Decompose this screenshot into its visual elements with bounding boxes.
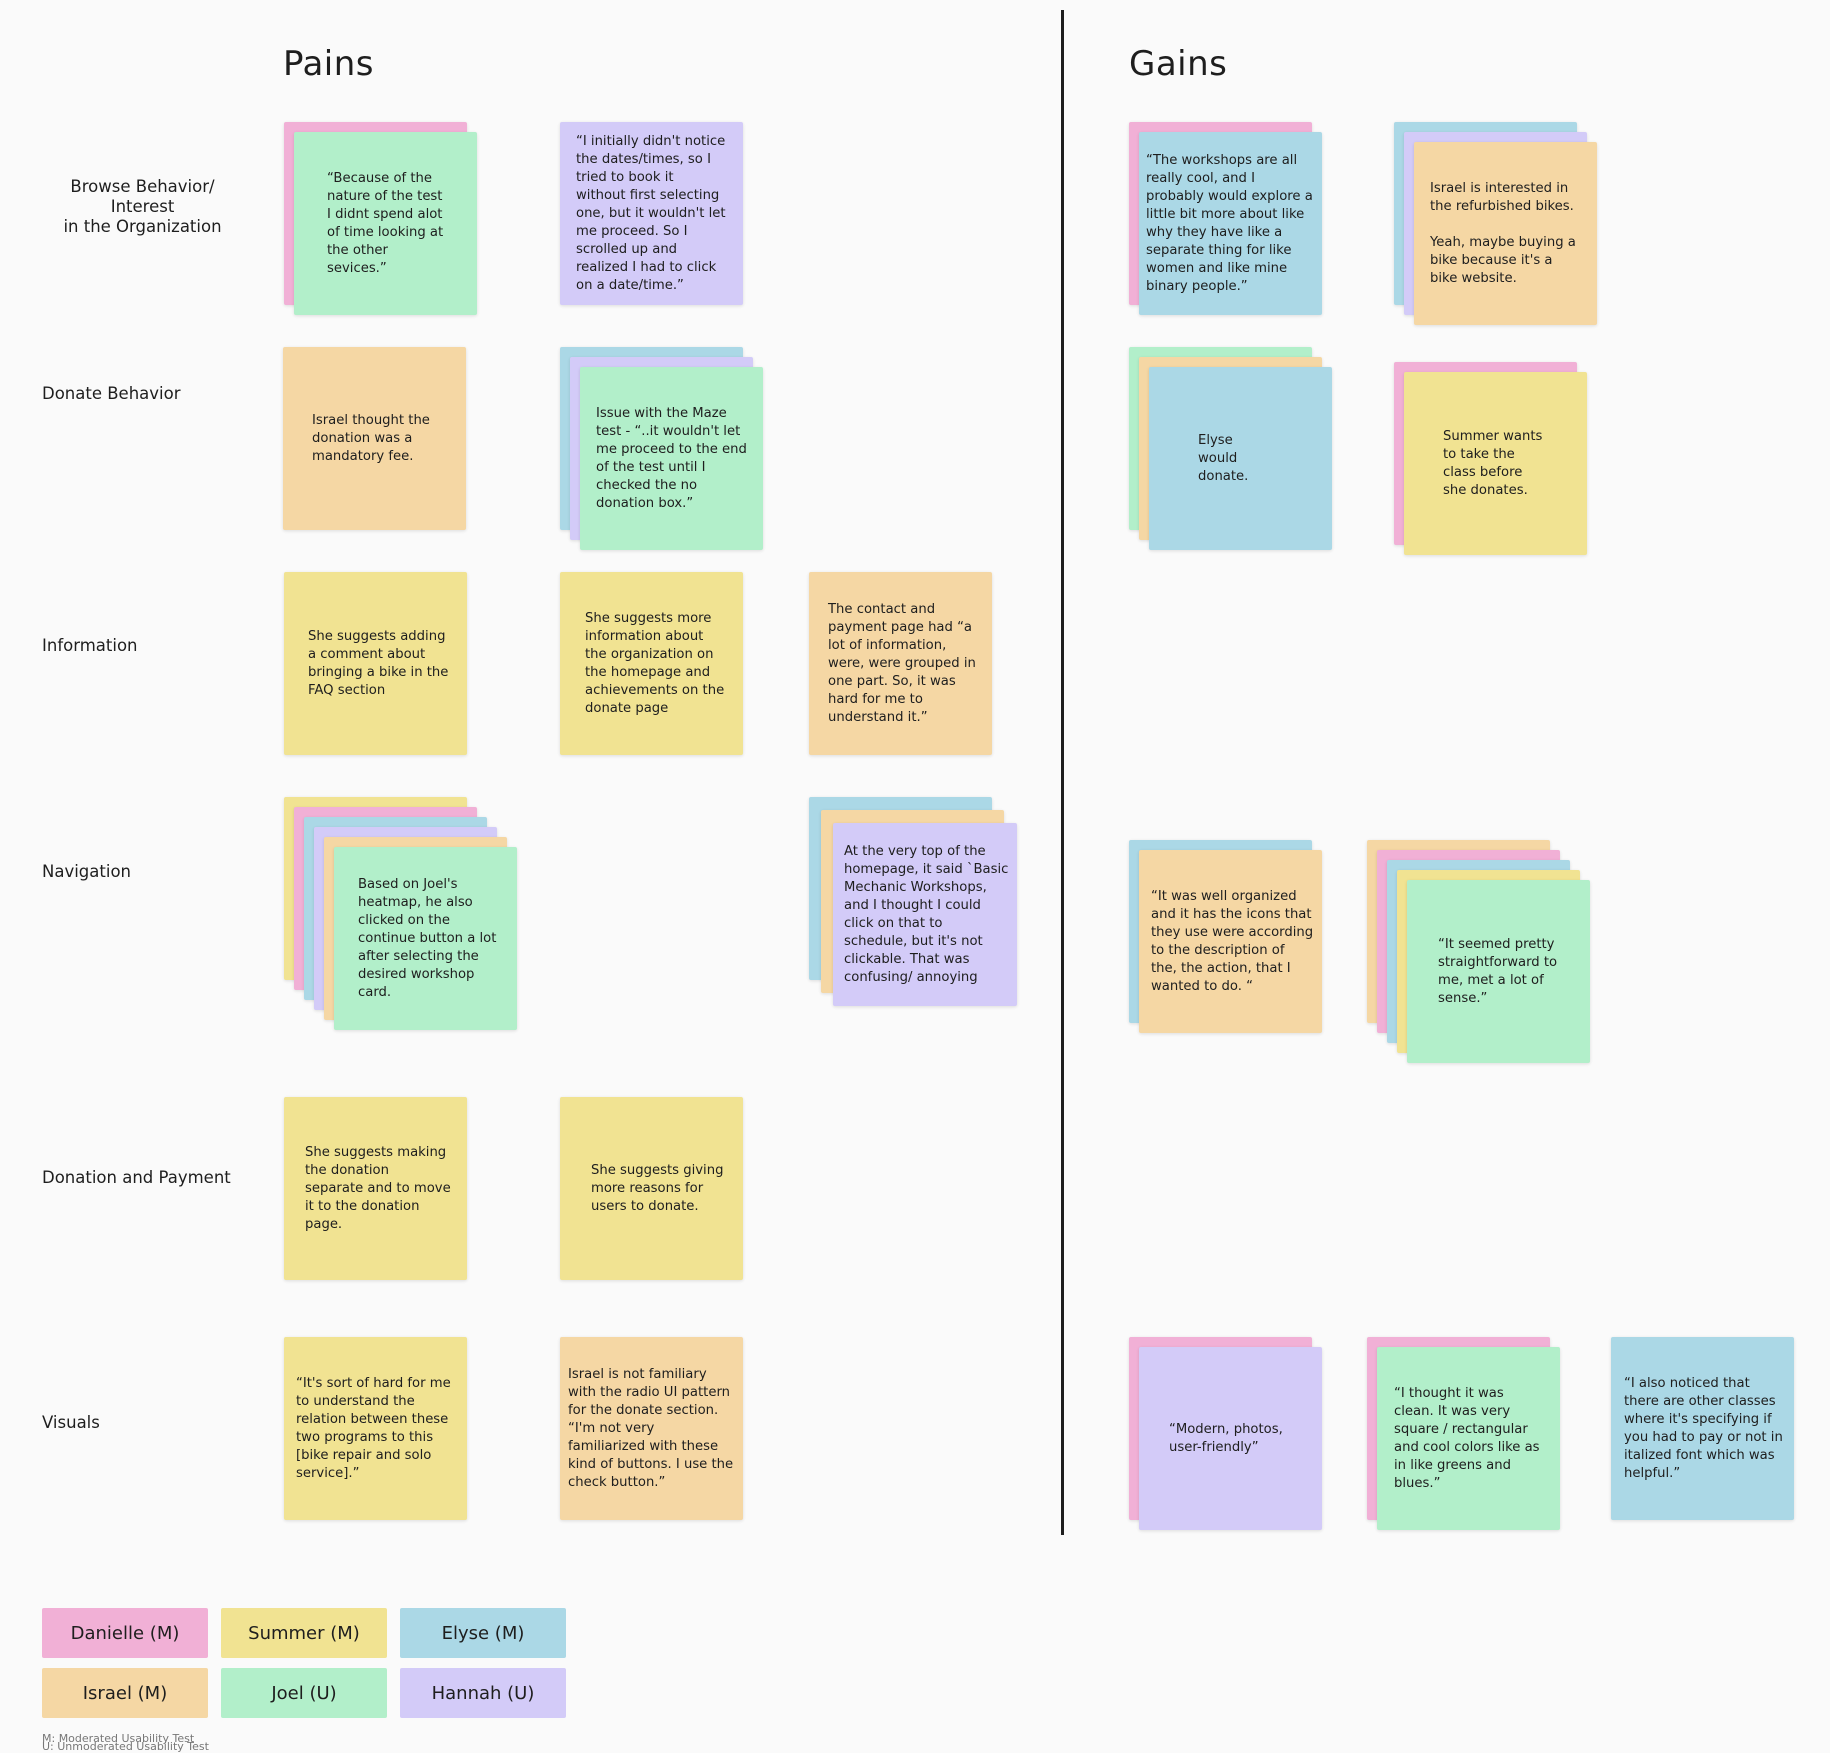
pains-heading: Pains	[283, 44, 375, 84]
note-text: Issue with the Maze test - “..it wouldn'…	[596, 405, 747, 511]
note-text: She suggests making the donation separat…	[305, 1144, 451, 1232]
row-label-visuals: Visuals	[42, 1413, 100, 1432]
sticky-note[interactable]: Based on Joel's heatmap, he also clicked…	[334, 847, 517, 1030]
note-text: Elyse would donate.	[1198, 432, 1249, 484]
sticky-note[interactable]: Issue with the Maze test - “..it wouldn'…	[580, 367, 763, 550]
sticky-note[interactable]: Israel is interested in the refurbished …	[1414, 142, 1597, 325]
legend-israel: Israel (M)	[42, 1668, 208, 1718]
note-text: The contact and payment page had “a lot …	[828, 601, 976, 725]
row-label-browse: Browse Behavior/ Interest in the Organiz…	[63, 177, 222, 236]
note-text: She suggests giving more reasons for use…	[591, 1162, 724, 1214]
legend-joel: Joel (U)	[221, 1668, 387, 1718]
row-label-donate: Donate Behavior	[42, 384, 181, 403]
gains-heading: Gains	[1129, 44, 1228, 84]
sticky-note[interactable]: Israel is not familiary with the radio U…	[560, 1337, 743, 1520]
sticky-note[interactable]: She suggests adding a comment about brin…	[284, 572, 467, 755]
footnote-unmoderated: U: Unmoderated Usability Test	[42, 1740, 209, 1753]
sticky-note[interactable]: “The workshops are all really cool, and …	[1139, 132, 1322, 315]
note-text: “It was well organized and it has the ic…	[1151, 888, 1314, 994]
row-label-donation-payment: Donation and Payment	[42, 1168, 231, 1187]
legend-hannah: Hannah (U)	[400, 1668, 566, 1718]
note-text: “The workshops are all really cool, and …	[1146, 152, 1313, 294]
sticky-note[interactable]: She suggests giving more reasons for use…	[560, 1097, 743, 1280]
sticky-note[interactable]: “Modern, photos, user-friendly”	[1139, 1347, 1322, 1530]
sticky-note[interactable]: She suggests making the donation separat…	[284, 1097, 467, 1280]
note-text: “I initially didn't notice the dates/tim…	[576, 133, 726, 293]
note-text: “It seemed pretty straightforward to me,…	[1438, 936, 1558, 1006]
note-text: Israel is not familiary with the radio U…	[568, 1366, 734, 1490]
sticky-note[interactable]: Elyse would donate.	[1149, 367, 1332, 550]
legend-elyse: Elyse (M)	[400, 1608, 566, 1658]
note-text: Based on Joel's heatmap, he also clicked…	[358, 876, 497, 1000]
sticky-note[interactable]: “It seemed pretty straightforward to me,…	[1407, 880, 1590, 1063]
note-text: Israel thought the donation was a mandat…	[312, 412, 430, 464]
sticky-note[interactable]: “Because of the nature of the test I did…	[294, 132, 477, 315]
note-text: “I thought it was clean. It was very squ…	[1394, 1385, 1540, 1491]
note-text: At the very top of the homepage, it said…	[844, 843, 1009, 985]
note-text: “Because of the nature of the test I did…	[327, 170, 444, 276]
row-label-information: Information	[42, 636, 138, 655]
note-text: “It's sort of hard for me to understand …	[296, 1375, 451, 1481]
sticky-note[interactable]: “It's sort of hard for me to understand …	[284, 1337, 467, 1520]
sticky-note[interactable]: “It was well organized and it has the ic…	[1139, 850, 1322, 1033]
sticky-note[interactable]: She suggests more information about the …	[560, 572, 743, 755]
sticky-note[interactable]: “I also noticed that there are other cla…	[1611, 1337, 1794, 1520]
sticky-note[interactable]: Summer wants to take the class before sh…	[1404, 372, 1587, 555]
sticky-note[interactable]: “I thought it was clean. It was very squ…	[1377, 1347, 1560, 1530]
row-label-navigation: Navigation	[42, 862, 131, 881]
note-text: She suggests adding a comment about brin…	[308, 628, 449, 698]
note-text: “Modern, photos, user-friendly”	[1169, 1421, 1283, 1455]
sticky-note[interactable]: “I initially didn't notice the dates/tim…	[560, 122, 743, 305]
legend-danielle: Danielle (M)	[42, 1608, 208, 1658]
footnote-moderated: M: Moderated Usability Test	[42, 1732, 195, 1745]
note-text: She suggests more information about the …	[585, 610, 725, 716]
note-text: “I also noticed that there are other cla…	[1624, 1375, 1783, 1481]
note-text: Israel is interested in the refurbished …	[1430, 180, 1576, 286]
sticky-note[interactable]: The contact and payment page had “a lot …	[809, 572, 992, 755]
sticky-note[interactable]: At the very top of the homepage, it said…	[833, 823, 1017, 1006]
column-divider	[1061, 10, 1064, 1535]
note-text: Summer wants to take the class before sh…	[1443, 428, 1543, 498]
legend-summer: Summer (M)	[221, 1608, 387, 1658]
sticky-note[interactable]: Israel thought the donation was a mandat…	[283, 347, 466, 530]
